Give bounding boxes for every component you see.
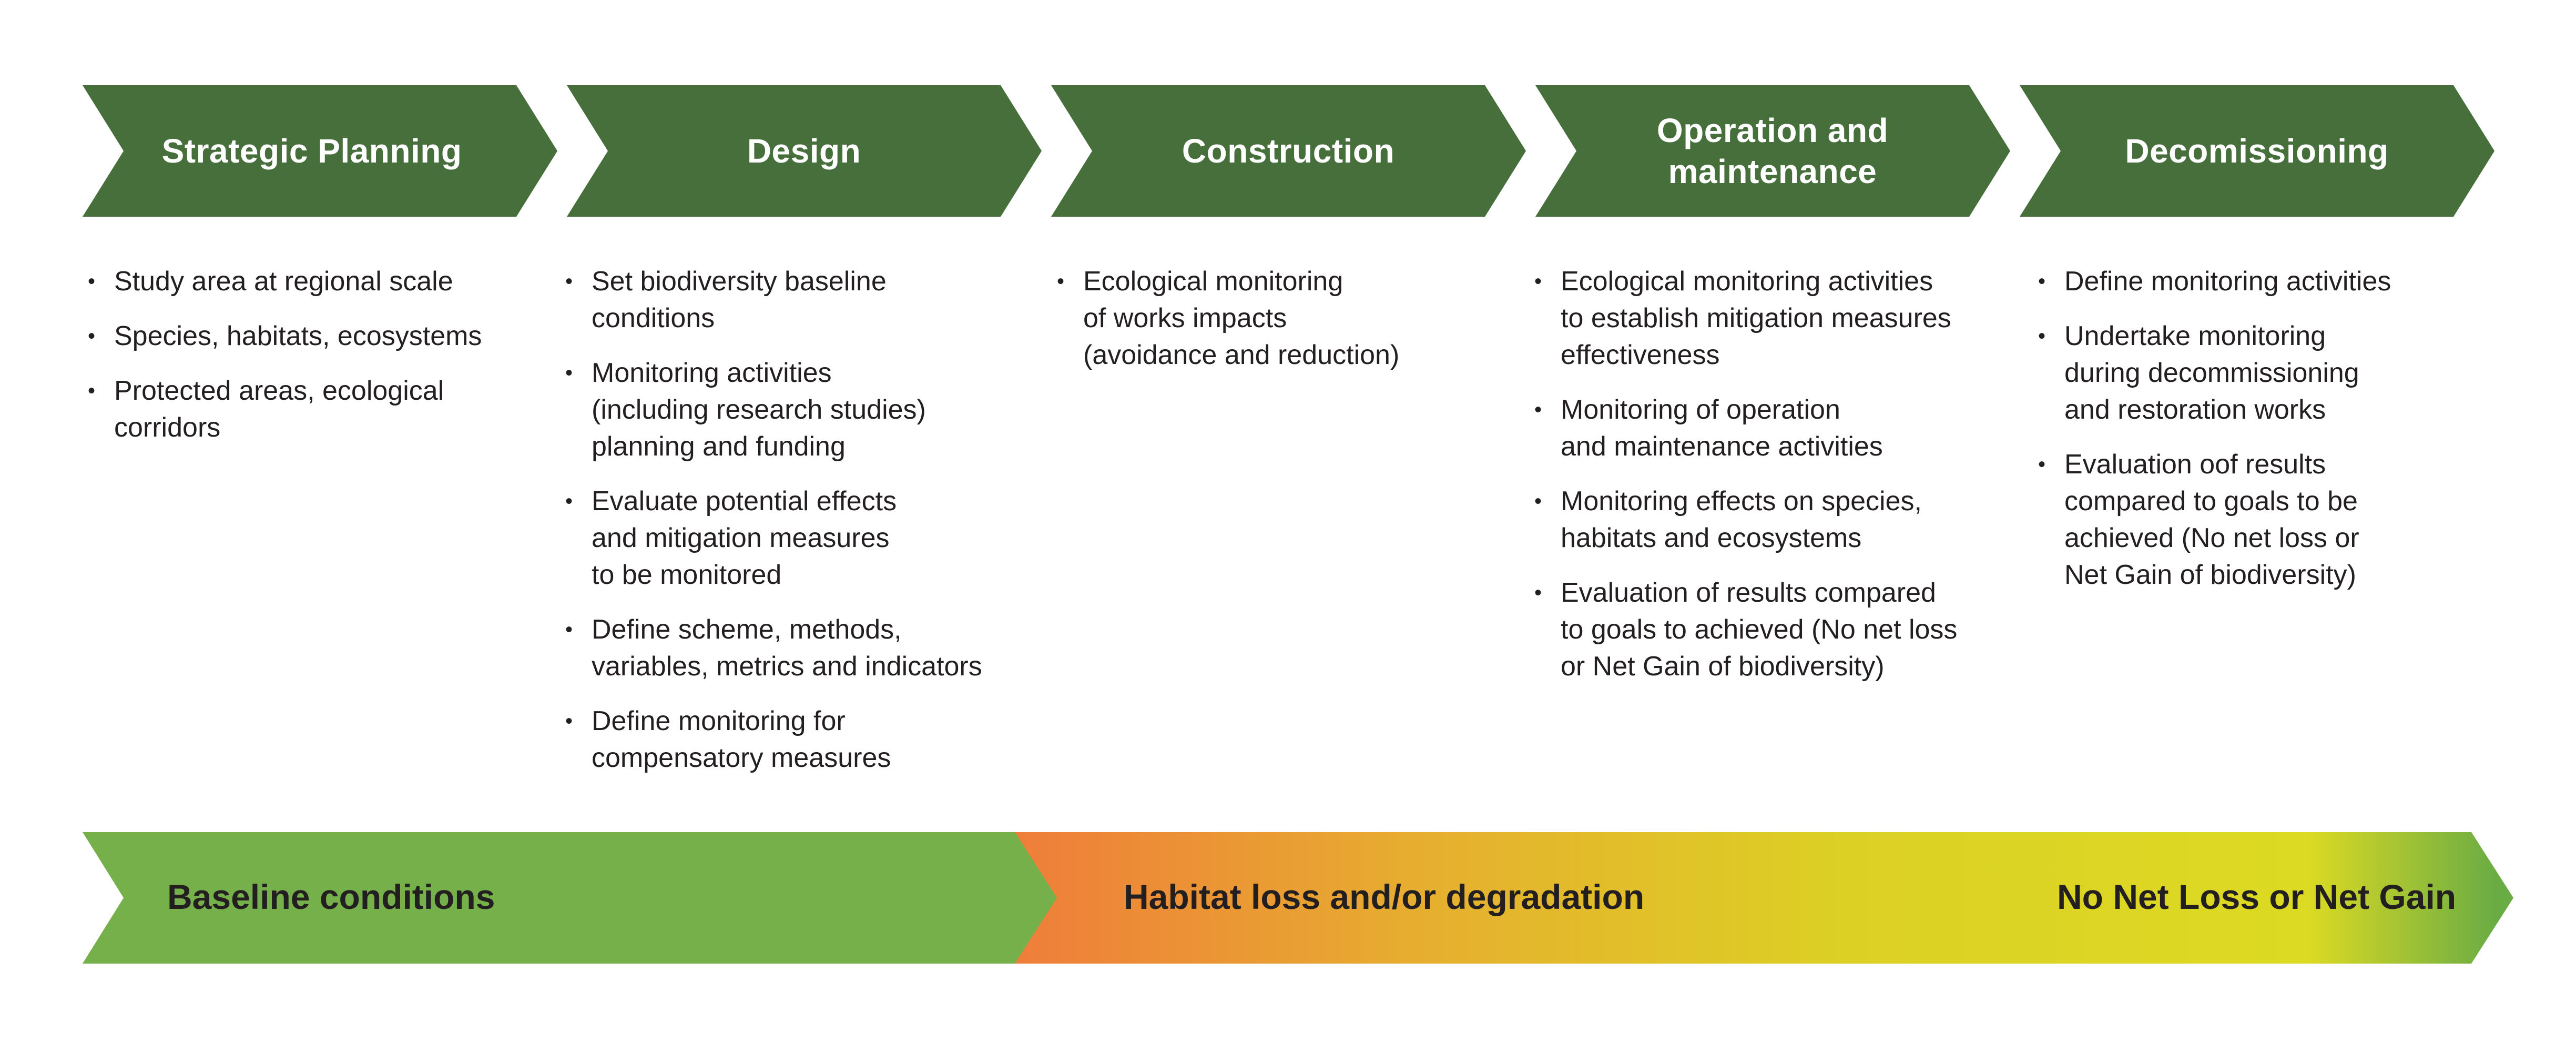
stage-arrow-decomissioning <box>2020 85 2494 217</box>
bullet-item: Ecological monitoring of works impacts (… <box>1057 263 1520 373</box>
bullets-strategic-planning: Study area at regional scale Species, ha… <box>88 263 524 464</box>
stage-title-construction: Construction <box>1182 132 1395 170</box>
bullet-item: Undertake monitoring during decommission… <box>2038 318 2511 428</box>
stage-title-operation: Operation and maintenance <box>1656 112 1889 190</box>
bullet-item: Ecological monitoring activities to esta… <box>1534 263 2008 373</box>
bullets-decomissioning: Define monitoring activities Undertake m… <box>2038 263 2511 611</box>
bullet-item: Monitoring activities (including researc… <box>565 355 1028 465</box>
band-label-baseline: Baseline conditions <box>167 877 495 916</box>
bullet-item: Set biodiversity baseline conditions <box>565 263 1028 337</box>
outcome-band-gradient <box>1015 832 2513 964</box>
stage-title-strategic-planning: Strategic Planning <box>161 132 462 170</box>
stage-arrow-construction <box>1051 85 1526 217</box>
bullet-item: Define monitoring activities <box>2038 263 2511 300</box>
bullet-item: Define scheme, methods, variables, metri… <box>565 611 1028 685</box>
bullet-item: Study area at regional scale <box>88 263 524 300</box>
bullets-design: Set biodiversity baseline conditions Mon… <box>565 263 1028 794</box>
bullets-operation: Ecological monitoring activities to esta… <box>1534 263 2008 703</box>
bullet-item: Evaluation oof results compared to goals… <box>2038 446 2511 593</box>
bullet-item: Monitoring of operation and maintenance … <box>1534 391 2008 465</box>
stage-arrow-design <box>567 85 1042 217</box>
stage-arrow-strategic-planning <box>83 85 557 217</box>
bullet-item: Species, habitats, ecosystems <box>88 318 524 355</box>
outcome-band-baseline <box>83 832 1057 964</box>
bullet-item: Define monitoring for compensatory measu… <box>565 703 1028 776</box>
band-label-no-net-loss: No Net Loss or Net Gain <box>2057 877 2457 916</box>
stage-title-decomissioning: Decomissioning <box>2125 132 2389 170</box>
stage-title-design: Design <box>747 132 861 170</box>
band-label-habitat-loss: Habitat loss and/or degradation <box>1124 877 1645 916</box>
bullets-construction: Ecological monitoring of works impacts (… <box>1057 263 1520 391</box>
stage-arrow-operation <box>1535 85 2010 217</box>
bullet-item: Evaluation of results compared to goals … <box>1534 574 2008 685</box>
bullet-item: Evaluate potential effects and mitigatio… <box>565 483 1028 593</box>
bullet-item: Monitoring effects on species, habitats … <box>1534 483 2008 556</box>
bullet-item: Protected areas, ecological corridors <box>88 372 524 446</box>
